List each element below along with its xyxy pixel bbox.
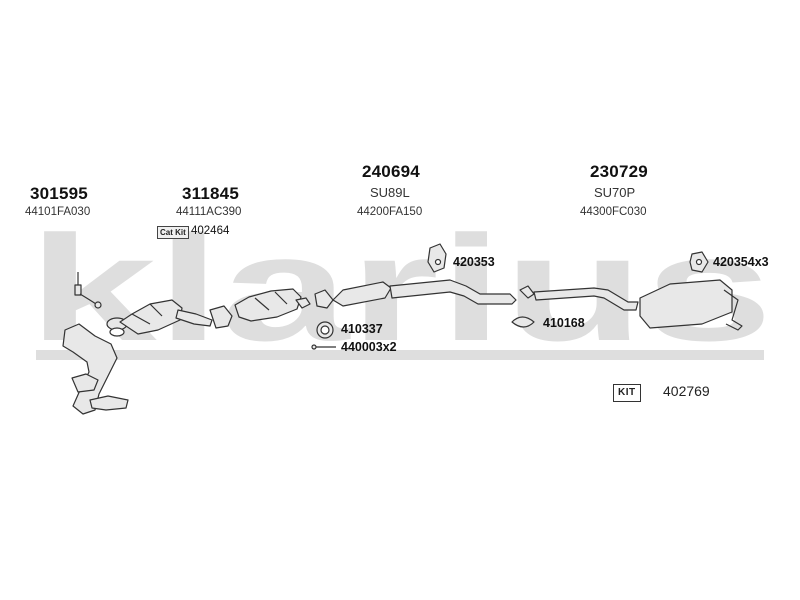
watermark-underline (36, 350, 764, 360)
lambda-sensor-icon (74, 272, 102, 309)
catalytic-converter-2-icon (234, 288, 311, 322)
oem-number-301595: 44101FA030 (25, 206, 91, 218)
part-number-301595: 301595 (30, 184, 88, 203)
mid-bracket-icon (209, 305, 233, 329)
fitting-410168: 410168 (543, 316, 585, 330)
bolt-440003-icon (311, 344, 336, 350)
clamp-ring-410337-icon (316, 321, 334, 339)
catalytic-converter-1-icon (119, 299, 213, 335)
fitting-420353: 420353 (453, 255, 495, 269)
ref-number-230729: SU70P (594, 185, 636, 200)
centre-pipe-icon (314, 279, 517, 309)
part-number-240694: 240694 (362, 162, 420, 181)
part-number-230729: 230729 (590, 162, 648, 181)
cat-kit-badge: Cat Kit (157, 226, 189, 239)
rubber-hanger-420353-icon (427, 243, 447, 273)
front-downpipe-icon (62, 317, 129, 415)
fitting-440003: 440003x2 (341, 340, 397, 354)
rubber-hanger-420354-icon (689, 251, 709, 273)
kit-badge: KIT (613, 384, 641, 402)
rear-silencer-icon (519, 279, 743, 331)
cat-kit-number: 402464 (191, 225, 230, 237)
fitting-410337: 410337 (341, 322, 383, 336)
oem-number-230729: 44300FC030 (580, 206, 647, 218)
kit-number: 402769 (663, 383, 710, 399)
gasket-410168-icon (511, 316, 535, 328)
fitting-420354: 420354x3 (713, 255, 769, 269)
part-number-311845: 311845 (182, 184, 239, 203)
oem-number-311845: 44111AC390 (176, 206, 242, 218)
oem-number-240694: 44200FA150 (357, 206, 423, 218)
ref-number-240694: SU89L (370, 185, 410, 200)
